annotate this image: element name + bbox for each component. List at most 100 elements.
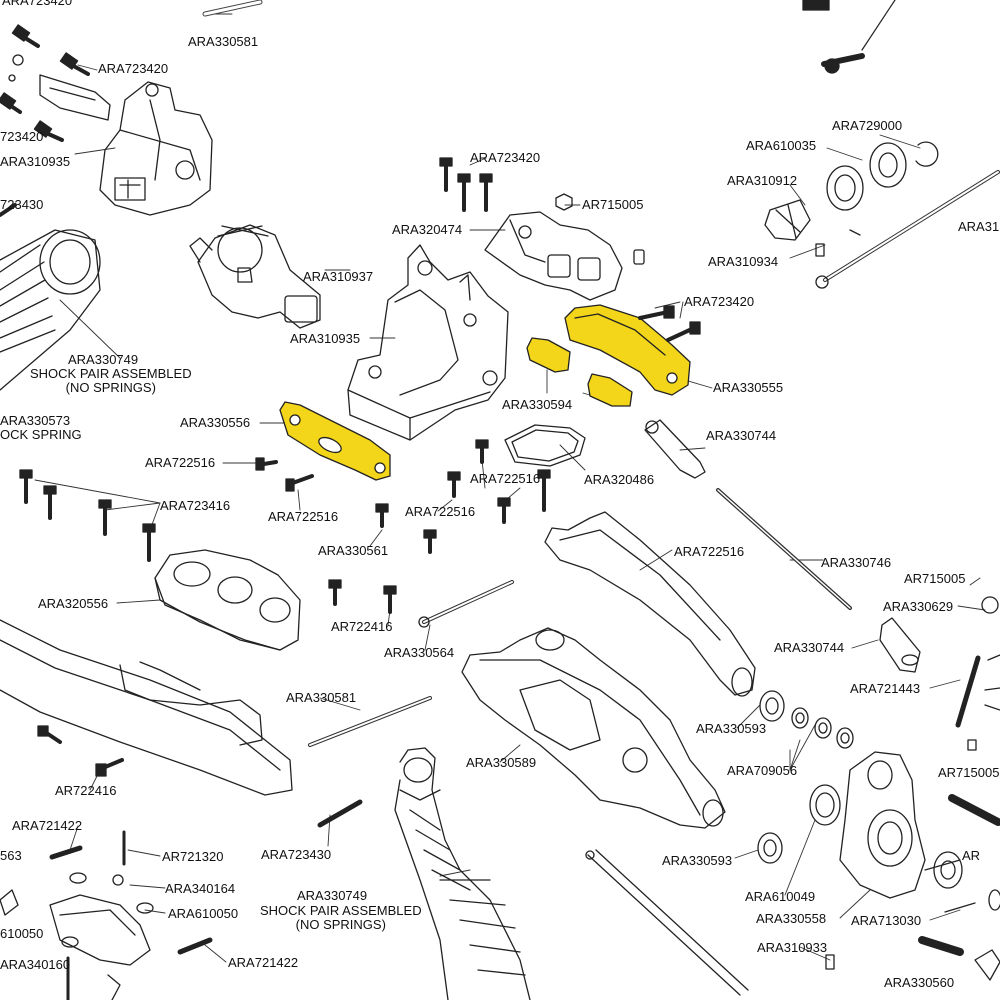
hinge-pin [418, 580, 514, 628]
label-ar715005-b: AR715005 [904, 571, 966, 586]
label-ara722516-d: ARA722516 [405, 504, 476, 519]
label-610050: 610050 [0, 926, 44, 941]
label-ara330558: ARA330558 [756, 911, 827, 926]
label-ara330593-b: ARA330593 [662, 853, 733, 868]
label-ara330573: ARA330573 [0, 413, 71, 428]
hinge-pin-lower [308, 696, 432, 747]
label-ara320474: ARA320474 [392, 222, 463, 237]
bushing [633, 249, 645, 265]
turnbuckle-lower [879, 617, 921, 673]
turnbuckle-upper [644, 419, 706, 479]
label-ara721422-b: ARA721422 [228, 955, 299, 970]
note-shock-pair-top: SHOCK PAIR ASSEMBLED (NO SPRINGS) [30, 366, 192, 395]
label-723430: 723430 [0, 197, 44, 212]
highlighted-parts [279, 304, 691, 481]
right-edge-parts [825, 596, 1000, 981]
label-ara310933: ARA310933 [757, 940, 828, 955]
hub-carrier [839, 751, 963, 899]
part-ara330594-spacer-b [587, 373, 633, 407]
label-ara320556: ARA320556 [38, 596, 109, 611]
bearings-mid [757, 690, 854, 864]
leader-lines [34, 13, 986, 963]
label-ara320486: ARA320486 [584, 472, 655, 487]
label-ara722516-a: ARA722516 [145, 455, 216, 470]
label-ara330555: ARA330555 [713, 380, 784, 395]
upper-right-bearings [764, 141, 939, 257]
label-ara723420-d: ARA723420 [684, 294, 755, 309]
label-ar722416-b: AR722416 [55, 783, 117, 798]
lower-arm [461, 627, 726, 829]
note-shock-pair-bottom: SHOCK PAIR ASSEMBLED (NO SPRINGS) [260, 903, 422, 932]
label-ara330589: ARA330589 [466, 755, 537, 770]
label-ara330561: ARA722516 [674, 544, 745, 559]
label-ara709056: ARA709056 [727, 763, 798, 778]
part-ara330594-spacer-a [526, 337, 571, 373]
label-723420: 723420 [0, 129, 44, 144]
label-ara722516-e: ARA330561 [318, 543, 389, 558]
label-ara330749-a: ARA330749 [68, 352, 139, 367]
nut-top [555, 193, 573, 211]
label-ara340164: ARA340164 [165, 881, 236, 896]
label-ara310937: ARA310937 [303, 269, 374, 284]
label-ar715005-a: AR715005 [582, 197, 644, 212]
label-ara340160: ARA340160 [0, 957, 71, 972]
front-bumper [0, 619, 293, 796]
label-ar715005-c: AR715005 [938, 765, 1000, 780]
label-ara330746: ARA330746 [821, 555, 892, 570]
label-ara723420-b: ARA723420 [98, 61, 169, 76]
label-ara330593-a: ARA330593 [696, 721, 767, 736]
lower-left-hardware [0, 830, 154, 1000]
label-563: 563 [0, 848, 22, 863]
label-ar-edge: AR [962, 848, 981, 863]
label-ara330564: ARA330564 [384, 645, 455, 660]
left-screws [19, 469, 156, 562]
label-ara330581-a: ARA330581 [188, 34, 259, 49]
shock-lower [394, 747, 531, 1000]
driveshaft-upper [815, 170, 1000, 289]
label-ara31: ARA31 [958, 219, 1000, 234]
label-ara330581-b: ARA330581 [286, 690, 357, 705]
label-ara330594: ARA330594 [502, 397, 573, 412]
label-ara721422-a: ARA721422 [12, 818, 83, 833]
upper-arm [544, 511, 756, 697]
upper-left-gearbox [39, 74, 213, 216]
label-ara330744-b: ARA330744 [774, 640, 845, 655]
label-ar721320: AR721320 [162, 849, 224, 864]
label-ara723430: ARA723430 [261, 847, 332, 862]
label-ara713030: ARA713030 [851, 913, 922, 928]
label-ara723420-a: ARA723420 [2, 0, 73, 8]
part-ara330555-bulkhead-brace [564, 304, 691, 396]
lower-center-screws [255, 439, 551, 614]
label-ara723420-c: ARA723420 [470, 150, 541, 165]
driveshaft-lower [585, 849, 749, 996]
front-bulkhead [154, 549, 301, 651]
label-ara330629: ARA330629 [883, 599, 954, 614]
center-top-screws [439, 157, 493, 212]
label-ara729000: ARA729000 [832, 118, 903, 133]
label-ara310935-b: ARA310935 [290, 331, 361, 346]
note-shock-spring: OCK SPRING [0, 427, 82, 442]
label-ara610049: ARA610049 [745, 889, 816, 904]
screws-top [0, 0, 896, 142]
label-ara330749-b: ARA330749 [297, 888, 368, 903]
lower-left-parts [37, 725, 363, 955]
label-ara722516-c: ARA722516 [268, 509, 339, 524]
label-ara310912: ARA310912 [727, 173, 798, 188]
label-ara330744-a: ARA330744 [706, 428, 777, 443]
brace-screws [638, 305, 701, 342]
label-ara723416: ARA723416 [160, 498, 231, 513]
label-ara310935-a: ARA310935 [0, 154, 71, 169]
label-ara721443: ARA721443 [850, 681, 921, 696]
label-ar722416-a: AR722416 [331, 619, 393, 634]
center-gearbox-housing [347, 244, 509, 441]
label-ara722516-b: ARA722516 [470, 471, 541, 486]
gasket-ara320486 [504, 424, 586, 467]
label-ara330560: ARA330560 [884, 975, 955, 990]
label-ara330556: ARA330556 [180, 415, 251, 430]
shock-upper-left [0, 203, 101, 391]
center-differential [189, 224, 321, 329]
front-pivot-block [484, 211, 623, 301]
label-ara310934: ARA310934 [708, 254, 779, 269]
